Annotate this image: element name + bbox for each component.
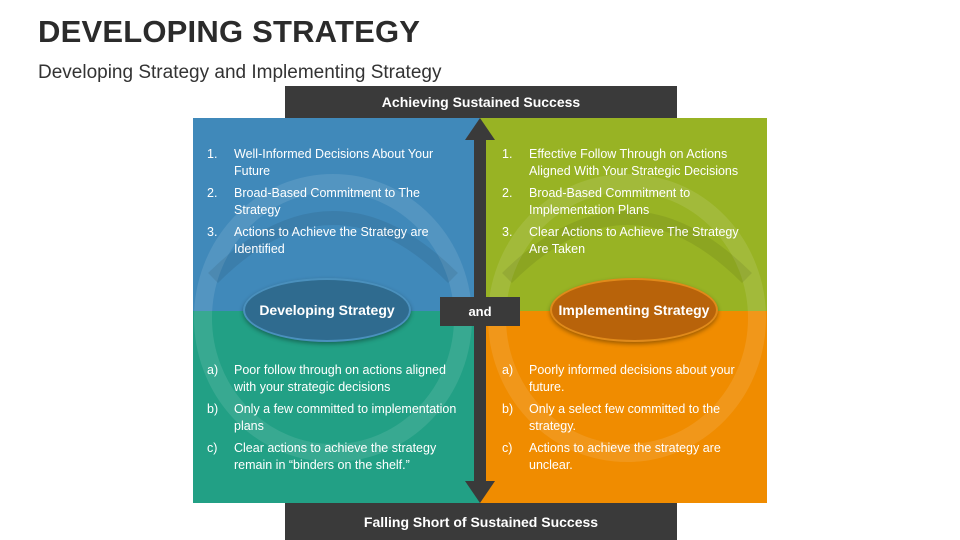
developing-strategy-label: Developing Strategy <box>259 301 395 318</box>
list-bottom-right: a)Poorly informed decisions about your f… <box>502 362 752 479</box>
list-item: 2.Broad-Based Commitment to The Strategy <box>207 186 420 217</box>
list-item: a)Poor follow through on actions aligned… <box>207 363 446 394</box>
top-label-bar: Achieving Sustained Success <box>285 86 677 118</box>
top-label: Achieving Sustained Success <box>381 94 581 110</box>
list-top-left: 1.Well-Informed Decisions About Your Fut… <box>207 146 457 263</box>
quadrant-bottom-left <box>193 311 480 503</box>
list-item: 3.Actions to Achieve the Strategy are Id… <box>207 225 429 256</box>
and-connector: and <box>440 297 520 326</box>
developing-strategy-oval: Developing Strategy <box>243 278 411 342</box>
list-item: a)Poorly informed decisions about your f… <box>502 363 735 394</box>
page-title: DEVELOPING STRATEGY <box>38 14 421 49</box>
implementing-strategy-label: Implementing Strategy <box>558 301 710 318</box>
list-item: 1.Effective Follow Through on Actions Al… <box>502 147 739 178</box>
list-item: 2.Broad-Based Commitment to Implementati… <box>502 186 691 217</box>
implementing-strategy-oval: Implementing Strategy <box>550 278 718 342</box>
list-item: c)Actions to achieve the strategy are un… <box>502 441 721 472</box>
list-top-right: 1.Effective Follow Through on Actions Al… <box>502 146 752 263</box>
list-item: 1.Well-Informed Decisions About Your Fut… <box>207 147 434 178</box>
bottom-label-bar: Falling Short of Sustained Success <box>285 503 677 540</box>
and-label: and <box>468 304 492 319</box>
list-bottom-left: a)Poor follow through on actions aligned… <box>207 362 457 479</box>
bottom-label: Falling Short of Sustained Success <box>363 513 599 530</box>
quadrant-bottom-right <box>480 311 767 503</box>
list-item: 3.Clear Actions to Achieve The Strategy … <box>502 225 739 256</box>
page-subtitle: Developing Strategy and Implementing Str… <box>38 62 442 83</box>
list-item: b)Only a few committed to implementation… <box>207 402 457 433</box>
list-item: b)Only a select few committed to the str… <box>502 402 721 433</box>
list-item: c)Clear actions to achieve the strategy … <box>207 441 437 472</box>
